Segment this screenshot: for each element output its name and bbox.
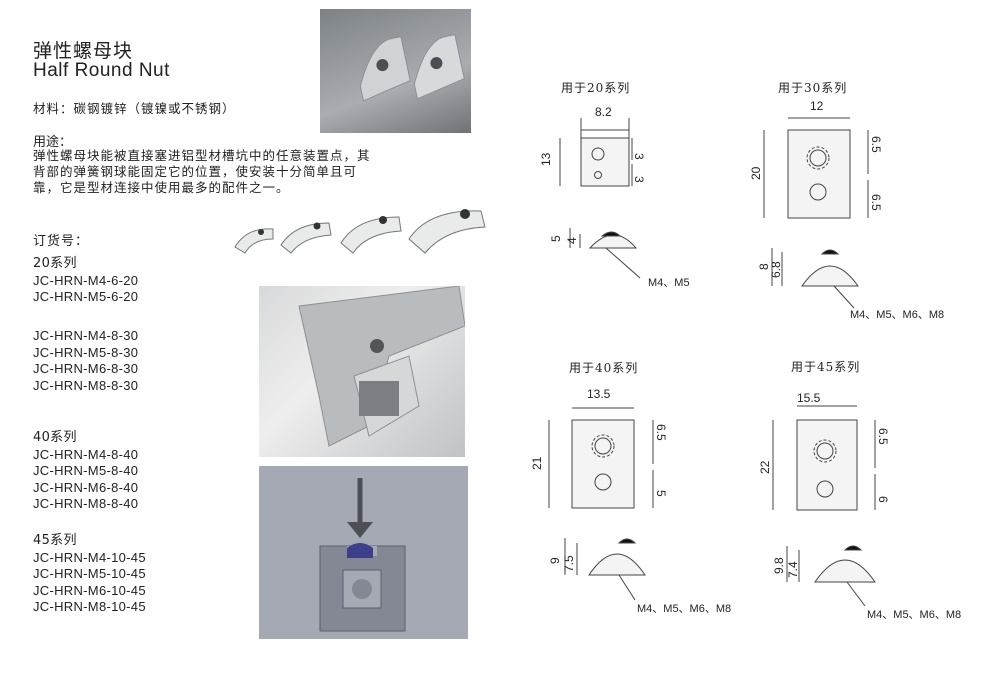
profile-cross-section bbox=[319, 478, 406, 632]
dim-side-2: 7.5 bbox=[562, 555, 576, 572]
dim-side-1: 5 bbox=[549, 235, 563, 242]
drawing-label-20: 用于20系列 bbox=[561, 81, 631, 95]
part-number: JC-HRN-M5-10-45 bbox=[33, 566, 146, 581]
order-group-40: 40系列 JC-HRN-M4-8-40 JC-HRN-M5-8-40 JC-HR… bbox=[33, 430, 138, 513]
usage-text: 弹性螺母块能被直接塞进铝型材槽坑中的任意装置点，其背部的弹簧钢球能固定它的位置，… bbox=[33, 148, 371, 195]
order-group-45: 45系列 JC-HRN-M4-10-45 JC-HRN-M5-10-45 JC-… bbox=[33, 533, 146, 616]
thread-sizes: M4、M5 bbox=[648, 277, 690, 289]
profile-photo bbox=[259, 285, 466, 457]
dim-side-1: 9.8 bbox=[772, 557, 786, 574]
part-number: JC-HRN-M4-6-20 bbox=[33, 272, 139, 288]
part-number: JC-HRN-M5-6-20 bbox=[33, 289, 139, 304]
order-group-20: 20系列 JC-HRN-M4-6-20 JC-HRN-M5-6-20 bbox=[33, 256, 138, 306]
part-number: JC-HRN-M8-8-40 bbox=[33, 496, 139, 511]
dim-side-2: 4 bbox=[565, 237, 579, 244]
usage-heading: 用途： bbox=[33, 135, 73, 150]
drawing-label-30: 用于30系列 bbox=[778, 81, 848, 95]
dim-side-2: 6.8 bbox=[769, 261, 783, 278]
drawing-label-40: 用于40系列 bbox=[569, 361, 639, 375]
drawing-40-series: 13.5 21 6.5 5 9 7.5 M4、M5、M6、M8 bbox=[530, 387, 731, 615]
dim-height: 21 bbox=[530, 456, 544, 470]
thread-sizes: M4、M5、M6、M8 bbox=[867, 609, 961, 621]
product-photo bbox=[320, 9, 471, 133]
dim-side-1: 9 bbox=[548, 557, 562, 564]
part-number: JC-HRN-M5-8-30 bbox=[33, 344, 139, 360]
dim-hole-1: 6.5 bbox=[876, 428, 890, 445]
dim-width: 15.5 bbox=[797, 391, 821, 405]
group-heading: 40系列 bbox=[33, 430, 77, 445]
dim-width: 12 bbox=[810, 99, 824, 113]
material-text: 材料：碳钢镀锌（镀镍或不锈钢） bbox=[33, 101, 236, 116]
dim-side-1: 8 bbox=[757, 263, 771, 270]
drawing-label-45: 用于45系列 bbox=[791, 360, 861, 374]
thread-sizes: M4、M5、M6、M8 bbox=[850, 309, 944, 321]
part-number: JC-HRN-M6-8-40 bbox=[33, 479, 139, 495]
dim-hole-1: 6.5 bbox=[654, 424, 668, 441]
order-heading: 订货号： bbox=[33, 234, 90, 249]
title-chinese: 弹性螺母块 bbox=[33, 40, 134, 62]
part-number: JC-HRN-M6-8-30 bbox=[33, 361, 139, 376]
nut-pair-image bbox=[359, 34, 465, 102]
aluminum-profile-image bbox=[298, 285, 466, 447]
dim-height: 20 bbox=[750, 166, 763, 180]
part-number: JC-HRN-M8-10-45 bbox=[33, 599, 146, 614]
dim-hole-2: 3 bbox=[632, 176, 646, 183]
group-heading: 45系列 bbox=[33, 533, 77, 548]
drawing-20-series: 8.2 13 3 3 5 4 M4、M5 bbox=[540, 105, 690, 289]
dim-hole-1: 6.5 bbox=[869, 136, 883, 153]
part-number: JC-HRN-M4-8-40 bbox=[33, 446, 139, 462]
dim-hole-2: 5 bbox=[654, 490, 668, 497]
part-number: JC-HRN-M4-8-30 bbox=[33, 328, 139, 343]
order-group-30: JC-HRN-M4-8-30 JC-HRN-M5-8-30 JC-HRN-M6-… bbox=[33, 328, 138, 394]
dim-height: 13 bbox=[540, 152, 553, 166]
thread-sizes: M4、M5、M6、M8 bbox=[637, 603, 731, 615]
dim-hole-2: 6.5 bbox=[869, 194, 883, 211]
title-english: Half Round Nut bbox=[33, 60, 170, 81]
part-number: JC-HRN-M5-8-40 bbox=[33, 463, 139, 478]
dim-height: 22 bbox=[758, 460, 772, 474]
drawing-45-series: 15.5 22 6.5 6 9.8 7.4 M4、M5、M6、M8 bbox=[758, 391, 961, 621]
part-number: JC-HRN-M4-10-45 bbox=[33, 549, 146, 565]
profile-section-diagram bbox=[259, 466, 468, 639]
dim-width: 8.2 bbox=[595, 105, 612, 119]
dim-width: 13.5 bbox=[587, 387, 611, 401]
dim-hole-2: 6 bbox=[876, 496, 890, 503]
dim-side-2: 7.4 bbox=[786, 561, 800, 578]
drawing-30-series: 12 20 6.5 6.5 8 6.8 M4、M5、M6、M8 bbox=[750, 99, 944, 321]
part-number: JC-HRN-M6-10-45 bbox=[33, 582, 146, 598]
group-heading: 20系列 bbox=[33, 256, 77, 271]
nut-sizes-illustration bbox=[234, 209, 486, 254]
part-number: JC-HRN-M8-8-30 bbox=[33, 377, 139, 393]
dim-hole-1: 3 bbox=[632, 153, 646, 160]
